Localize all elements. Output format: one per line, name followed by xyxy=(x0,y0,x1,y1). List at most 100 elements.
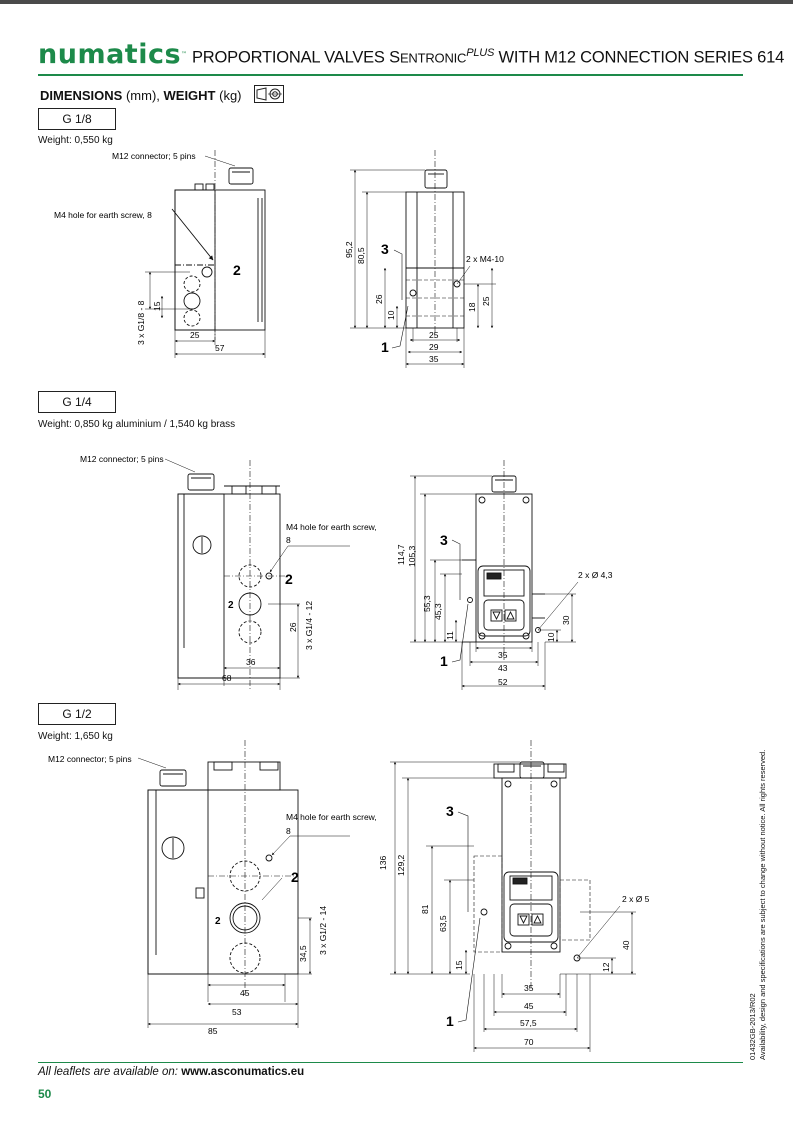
g12-m12-label: M12 connector; 5 pins xyxy=(48,754,132,764)
g12-dim-53: 53 xyxy=(232,1007,242,1017)
g12-port-label: 3 x G1/2 - 14 xyxy=(318,906,328,955)
g18-label-2: 2 xyxy=(233,262,241,278)
dimensions-word: DIMENSIONS xyxy=(40,88,123,103)
g12-earth-depth: 8 xyxy=(286,826,291,836)
g18-mhole-depth: 10 xyxy=(494,254,504,264)
g18-dim-18: 18 xyxy=(467,302,477,312)
g12-dim-12: 12 xyxy=(601,962,611,972)
side-note-disclaimer: Availability, design and specifications … xyxy=(758,749,767,1060)
size-box-g18: G 1/8 xyxy=(38,108,116,130)
g12-side-view xyxy=(390,740,636,1052)
dimensions-heading: DIMENSIONS (mm), WEIGHT (kg) xyxy=(40,88,242,103)
g14-dim-36: 36 xyxy=(246,657,256,667)
size-box-g12: G 1/2 xyxy=(38,703,116,725)
g14-dim-553: 55,3 xyxy=(422,595,432,612)
title-plus: PLUS xyxy=(466,47,495,59)
g12-dim-1292: 129,2 xyxy=(396,854,406,876)
g12-dim-w575: 57,5 xyxy=(520,1018,537,1028)
g18-label-3: 3 xyxy=(381,241,389,257)
g14-dim-453: 45,3 xyxy=(433,603,443,620)
g18-earth-label: M4 hole for earth screw, 8 xyxy=(54,210,152,220)
g18-mhole-text: 2 x M4- xyxy=(466,254,495,264)
g18-port-label: 3 x G1/8 - 8 xyxy=(136,300,146,345)
g18-dim-952: 95,2 xyxy=(344,241,354,258)
g12-port-text: 3 x G1/2 - xyxy=(318,915,328,955)
weight-g14: Weight: 0,850 kg aluminium / 1,540 kg br… xyxy=(38,419,236,430)
top-bar xyxy=(0,0,793,4)
g14-dim-1053: 105,3 xyxy=(407,545,417,567)
g18-m12-label: M12 connector; 5 pins xyxy=(112,151,196,161)
projection-symbol-icon xyxy=(254,85,284,103)
g18-dim-w25: 25 xyxy=(429,330,439,340)
footer-rule xyxy=(38,1062,743,1063)
g18-mhole-label: 2 x M4-10 xyxy=(466,254,504,264)
numatics-logo: numatics™ xyxy=(38,40,188,70)
side-note: 01432GB-2013/R02 Availability, design an… xyxy=(748,750,768,1060)
g14-dim-10: 10 xyxy=(546,632,556,642)
g18-dim-25r: 25 xyxy=(481,296,491,306)
title-part3: WITH M12 CONNECTION SERIES 614 xyxy=(494,48,785,67)
g18-dim-w29: 29 xyxy=(429,342,439,352)
weight-unit: (kg) xyxy=(215,88,242,103)
footer-text: All leaflets are available on: xyxy=(38,1066,182,1078)
g12-dim-85: 85 xyxy=(208,1026,218,1036)
g18-side-view xyxy=(350,150,496,368)
g12-label-3: 3 xyxy=(446,803,454,819)
g12-dim-w70: 70 xyxy=(524,1037,534,1047)
g14-m12-label: M12 connector; 5 pins xyxy=(80,454,164,464)
g12-front-view xyxy=(137,740,350,1028)
g12-label-1: 1 xyxy=(446,1013,454,1029)
g14-dim-1147: 114,7 xyxy=(396,544,406,565)
g14-dim-26: 26 xyxy=(288,622,298,632)
logo-tm: ™ xyxy=(181,51,188,58)
g12-dim-w45: 45 xyxy=(524,1001,534,1011)
weight-g12: Weight: 1,650 kg xyxy=(38,731,113,742)
g14-dim-30: 30 xyxy=(561,615,571,625)
g14-label-3: 3 xyxy=(440,532,448,548)
g14-front-view xyxy=(164,458,350,690)
g12-dim-345: 34,5 xyxy=(298,945,308,962)
g12-dim-136: 136 xyxy=(378,856,388,870)
g18-earth-text: M4 hole for earth screw, xyxy=(54,210,147,220)
dimensions-unit: (mm), xyxy=(122,88,164,103)
g12-dim-40: 40 xyxy=(621,940,631,950)
weight-g18: Weight: 0,550 kg xyxy=(38,135,113,146)
g18-earth-depth: 8 xyxy=(147,210,152,220)
g12-label-2b: 2 xyxy=(215,916,221,927)
g18-dim-25: 25 xyxy=(190,330,200,340)
g12-dim-81: 81 xyxy=(420,904,430,914)
g18-front-view xyxy=(145,150,266,358)
g14-hole-label: 2 x Ø 4,3 xyxy=(578,570,613,580)
g12-label-2: 2 xyxy=(291,869,299,885)
page-title: PROPORTIONAL VALVES SENTRONICPLUS WITH M… xyxy=(192,47,784,68)
g14-port-text: 3 x G1/4 - xyxy=(304,610,314,650)
g12-port-depth: 14 xyxy=(318,906,328,916)
logo-text: numatics xyxy=(38,39,182,70)
size-box-g14: G 1/4 xyxy=(38,391,116,413)
title-part1: PROPORTIONAL VALVES S xyxy=(192,48,400,67)
g14-dim-w52: 52 xyxy=(498,677,508,687)
footer-url[interactable]: www.asconumatics.eu xyxy=(181,1066,305,1078)
g18-dim-26: 26 xyxy=(374,294,384,304)
g18-label-1: 1 xyxy=(381,339,389,355)
g18-dim-15: 15 xyxy=(152,301,162,311)
g12-dim-w35: 35 xyxy=(524,983,534,993)
footer: All leaflets are available on: www.ascon… xyxy=(38,1066,304,1078)
g14-dim-w35: 35 xyxy=(498,650,508,660)
g18-dim-57: 57 xyxy=(215,343,225,353)
g12-dim-635: 63,5 xyxy=(438,915,448,932)
g14-side-view xyxy=(410,460,579,690)
weight-word: WEIGHT xyxy=(163,88,216,103)
g18-port-text: 3 x G1/8 - xyxy=(136,305,146,345)
g14-port-depth: 12 xyxy=(304,601,314,611)
g18-dim-w35: 35 xyxy=(429,354,439,364)
g18-dim-805: 80,5 xyxy=(356,247,366,264)
g14-label-2b: 2 xyxy=(228,600,234,611)
side-note-code: 01432GB-2013/R02 xyxy=(748,993,757,1060)
g14-label-1: 1 xyxy=(440,653,448,669)
g14-port-label: 3 x G1/4 - 12 xyxy=(304,601,314,650)
g18-dim-10: 10 xyxy=(386,310,396,320)
header-rule xyxy=(38,74,743,76)
g14-earth-depth: 8 xyxy=(286,535,291,545)
page-number: 50 xyxy=(38,1087,52,1101)
